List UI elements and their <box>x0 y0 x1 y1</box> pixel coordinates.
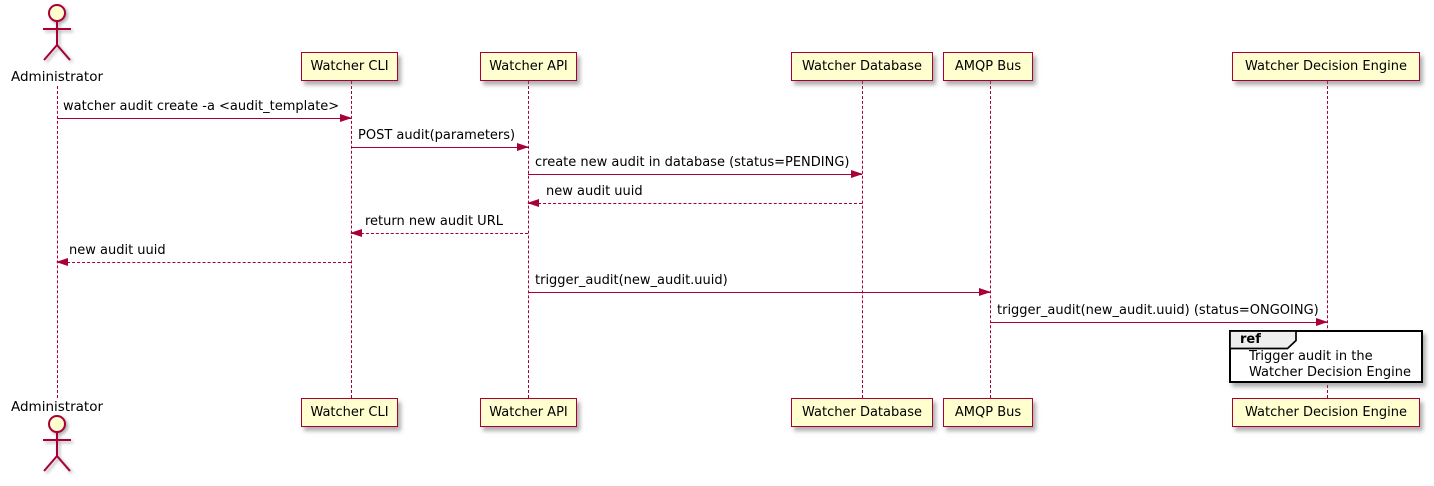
arrowhead-left-icon <box>56 258 68 266</box>
actor-icon <box>43 4 71 61</box>
participant-name: AMQP Bus <box>954 405 1022 420</box>
message-line <box>351 147 528 148</box>
lifeline-amqp-bus <box>990 81 991 398</box>
participant-bottom-amqp-bus: AMQP Bus <box>943 398 1033 427</box>
participant-name: Watcher Database <box>802 405 922 420</box>
participant-bottom-watcher-api: Watcher API <box>480 398 577 427</box>
message-label: trigger_audit(new_audit.uuid) <box>535 273 728 288</box>
participant-name: Watcher Decision Engine <box>1245 59 1407 74</box>
ref-text-line2: Watcher Decision Engine <box>1249 364 1411 380</box>
participant-bottom-watcher-decision-engine: Watcher Decision Engine <box>1232 398 1420 427</box>
lifeline-watcher-database <box>862 81 863 398</box>
participant-top-watcher-cli: Watcher CLI <box>301 52 398 81</box>
participant-top-watcher-database: Watcher Database <box>791 52 933 81</box>
arrowhead-right-icon <box>979 288 991 296</box>
ref-body: Trigger audit in the Watcher Decision En… <box>1249 349 1411 380</box>
ref-keyword: ref <box>1240 332 1261 347</box>
arrowhead-left-icon <box>527 199 539 207</box>
message-label: POST audit(parameters) <box>358 128 516 143</box>
lifeline-watcher-api <box>528 81 529 398</box>
arrowhead-right-icon <box>517 143 529 151</box>
ref-frame: ref Trigger audit in the Watcher Decisio… <box>1229 330 1423 383</box>
ref-header-pentagon-icon <box>1229 330 1297 350</box>
actor-icon <box>43 415 71 472</box>
participant-name: Watcher API <box>489 59 568 74</box>
message-label: watcher audit create -a <audit_template> <box>63 99 340 114</box>
participant-name: Watcher Database <box>802 59 922 74</box>
message-line <box>57 118 351 119</box>
message-line <box>528 203 862 204</box>
message-label: return new audit URL <box>365 214 503 229</box>
participant-bottom-watcher-cli: Watcher CLI <box>301 398 398 427</box>
message-label: trigger_audit(new_audit.uuid) (status=ON… <box>997 303 1319 318</box>
lifeline-watcher-decision-engine <box>1327 81 1328 398</box>
actor-label-top: Administrator <box>10 69 104 85</box>
participant-name: Watcher API <box>489 405 568 420</box>
message-line <box>57 262 351 263</box>
participant-name: Watcher CLI <box>310 405 389 420</box>
arrowhead-right-icon <box>340 114 352 122</box>
participant-top-watcher-api: Watcher API <box>480 52 577 81</box>
message-label: create new audit in database (status=PEN… <box>535 155 850 170</box>
participant-name: AMQP Bus <box>954 59 1022 74</box>
arrowhead-left-icon <box>350 229 362 237</box>
participant-name: Watcher Decision Engine <box>1245 405 1407 420</box>
participant-name: Watcher CLI <box>310 59 389 74</box>
lifeline-administrator <box>57 86 58 398</box>
message-line <box>990 322 1327 323</box>
actor-label-bottom: Administrator <box>10 399 104 415</box>
arrowhead-right-icon <box>1316 318 1328 326</box>
message-label: new audit uuid <box>546 184 643 199</box>
message-line <box>528 174 862 175</box>
message-line <box>351 233 528 234</box>
lifeline-watcher-cli <box>351 81 352 398</box>
ref-text-line1: Trigger audit in the <box>1249 349 1373 364</box>
message-label: new audit uuid <box>69 243 166 258</box>
arrowhead-right-icon <box>851 170 863 178</box>
message-line <box>528 292 990 293</box>
participant-bottom-watcher-database: Watcher Database <box>791 398 933 427</box>
participant-top-watcher-decision-engine: Watcher Decision Engine <box>1232 52 1420 81</box>
participant-top-amqp-bus: AMQP Bus <box>943 52 1033 81</box>
